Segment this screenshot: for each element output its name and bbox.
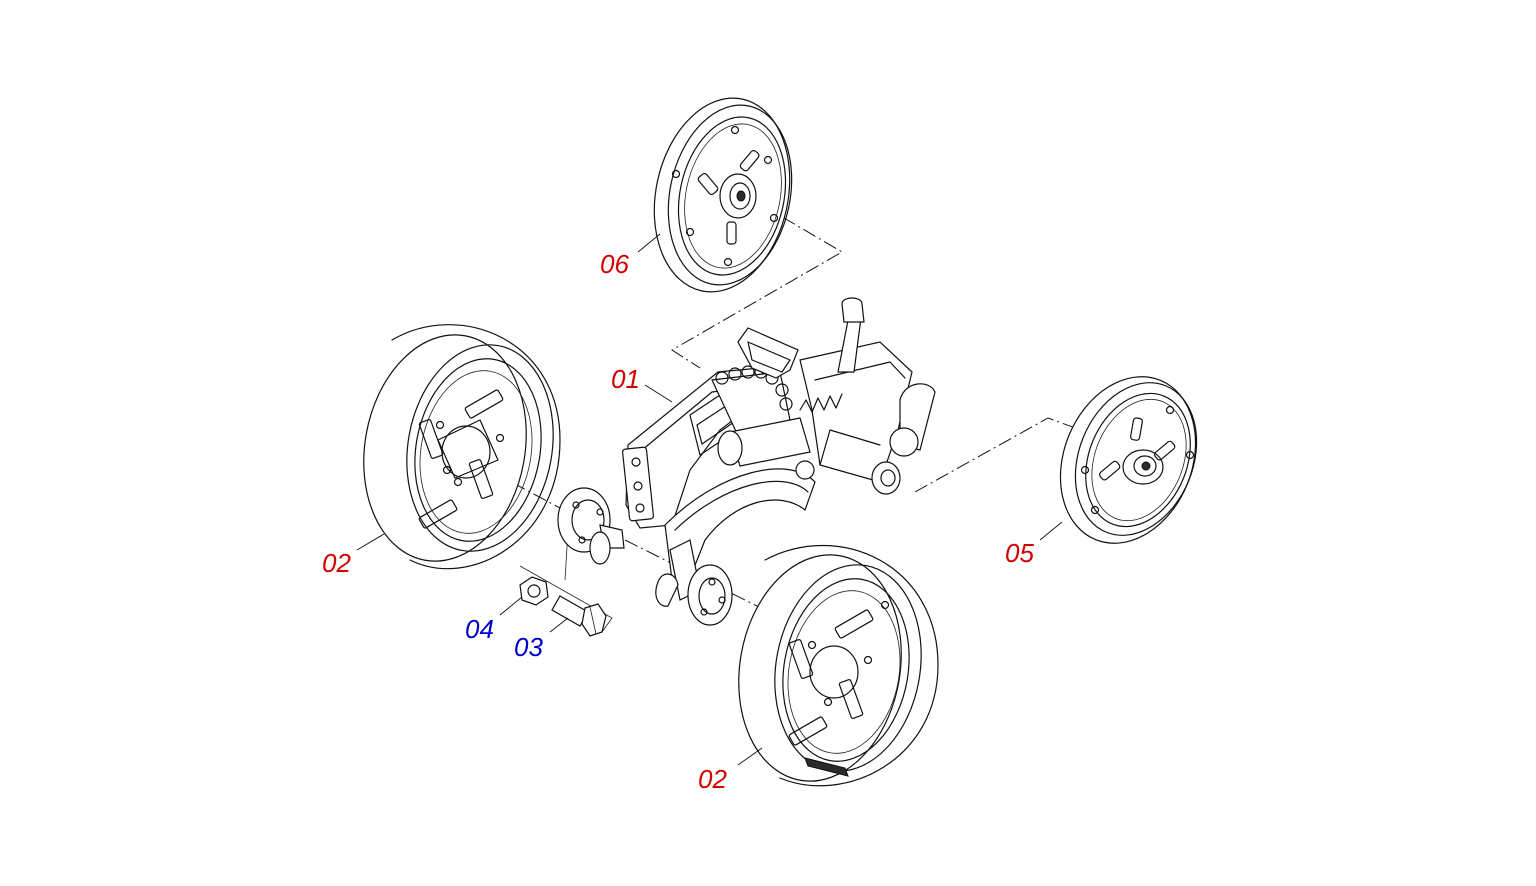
leader-02-left bbox=[356, 533, 385, 551]
callout-02-left: 02 bbox=[322, 548, 351, 578]
bolt-03 bbox=[551, 595, 607, 637]
tire-logo bbox=[804, 757, 849, 777]
callout-02-bottom: 02 bbox=[698, 764, 727, 794]
assembly-line-05 bbox=[914, 417, 1136, 493]
callout-05: 05 bbox=[1005, 538, 1034, 568]
leader-lines bbox=[356, 233, 1063, 766]
leader-06 bbox=[637, 233, 661, 253]
leader-02-bottom bbox=[737, 747, 763, 766]
callout-06: 06 bbox=[600, 249, 629, 279]
wheel-02-left bbox=[363, 324, 561, 570]
leader-03 bbox=[549, 617, 569, 633]
wheel-02-bottom bbox=[738, 544, 939, 787]
wheel-06 bbox=[653, 97, 793, 293]
bolt-axis-line bbox=[519, 565, 613, 633]
callout-labels: 01 02 02 03 04 05 06 bbox=[322, 249, 1034, 794]
leader-04 bbox=[499, 596, 523, 616]
callout-01: 01 bbox=[611, 364, 640, 394]
wheel-05 bbox=[1059, 376, 1198, 544]
callout-03: 03 bbox=[514, 632, 543, 662]
callout-04: 04 bbox=[465, 614, 494, 644]
nut-04 bbox=[519, 576, 549, 606]
frame-assembly-01 bbox=[557, 297, 936, 626]
leader-01 bbox=[644, 384, 673, 403]
leader-05 bbox=[1039, 521, 1063, 541]
